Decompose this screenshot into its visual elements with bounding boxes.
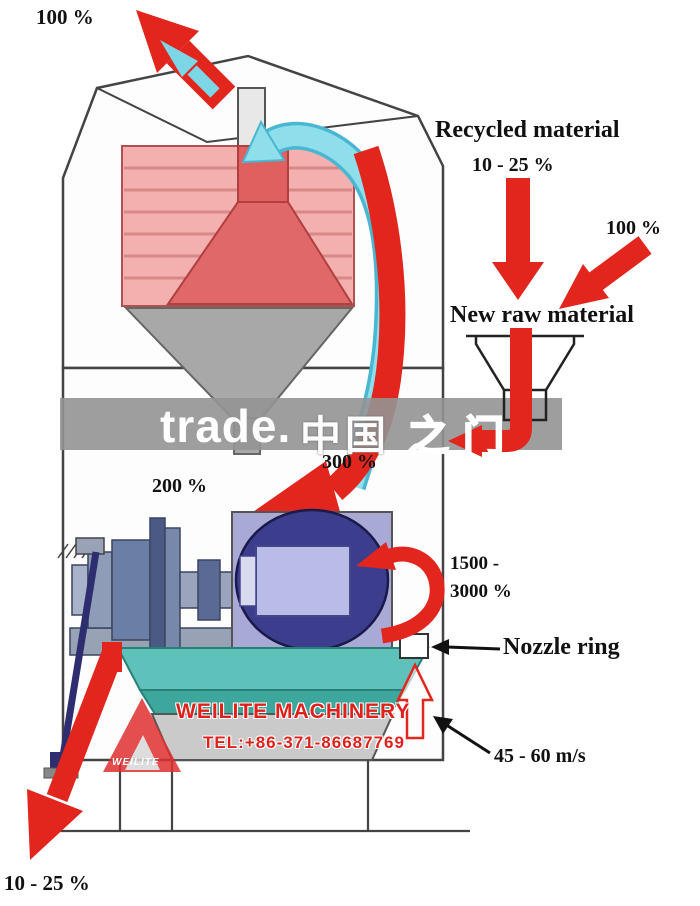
label-300-pct: 300 % [322, 451, 377, 473]
label-1500: 1500 - [450, 553, 500, 574]
roof-fold-line [96, 87, 419, 144]
pointer-arrow-speed [433, 716, 491, 755]
watermark-phone: TEL:+86-371-86687769 [203, 733, 405, 752]
label-exhaust-pct: 100 % [36, 5, 94, 29]
label-new-raw-material: New raw material [450, 302, 634, 328]
material-recirculation-arrow [250, 145, 406, 519]
watermark-trade-cjk: 中国 [300, 413, 390, 459]
reject-arrow [27, 642, 123, 860]
nozzle-recirculation-arrow [356, 542, 445, 644]
grinding-table [116, 647, 430, 691]
exhaust-arrow [136, 10, 236, 110]
exhaust-gas-arrow-icon [160, 40, 220, 98]
watermark-trade-text: trade. [160, 400, 292, 452]
pointer-arrow-nozzle [431, 639, 501, 655]
label-200-pct: 200 % [152, 475, 207, 497]
recycled-material-arrow [492, 178, 544, 300]
label-recycled-pct: 10 - 25 % [472, 154, 554, 176]
gas-velocity-arrow [396, 662, 434, 740]
weilite-logo [103, 698, 181, 772]
watermark-logo-text: WEILITE [112, 757, 160, 768]
fresh-feed-arrow [559, 236, 652, 309]
grinding-roller [231, 508, 393, 652]
label-fresh-feed-pct: 100 % [606, 217, 661, 239]
label-3000-pct: 3000 % [450, 581, 512, 602]
feed-arrow [448, 328, 532, 457]
label-recycled-material: Recycled material [435, 117, 620, 143]
watermark-company: WEILITE MACHINERY [176, 700, 411, 723]
watermark-trade-cjk-hollow: 之门 [407, 412, 518, 460]
label-gas-speed: 45 - 60 m/s [494, 745, 586, 767]
distributor-cone [166, 201, 354, 305]
label-reject-pct: 10 - 25 % [4, 871, 90, 895]
nozzle-ring-box [399, 633, 429, 659]
label-nozzle-ring: Nozzle ring [503, 634, 620, 660]
